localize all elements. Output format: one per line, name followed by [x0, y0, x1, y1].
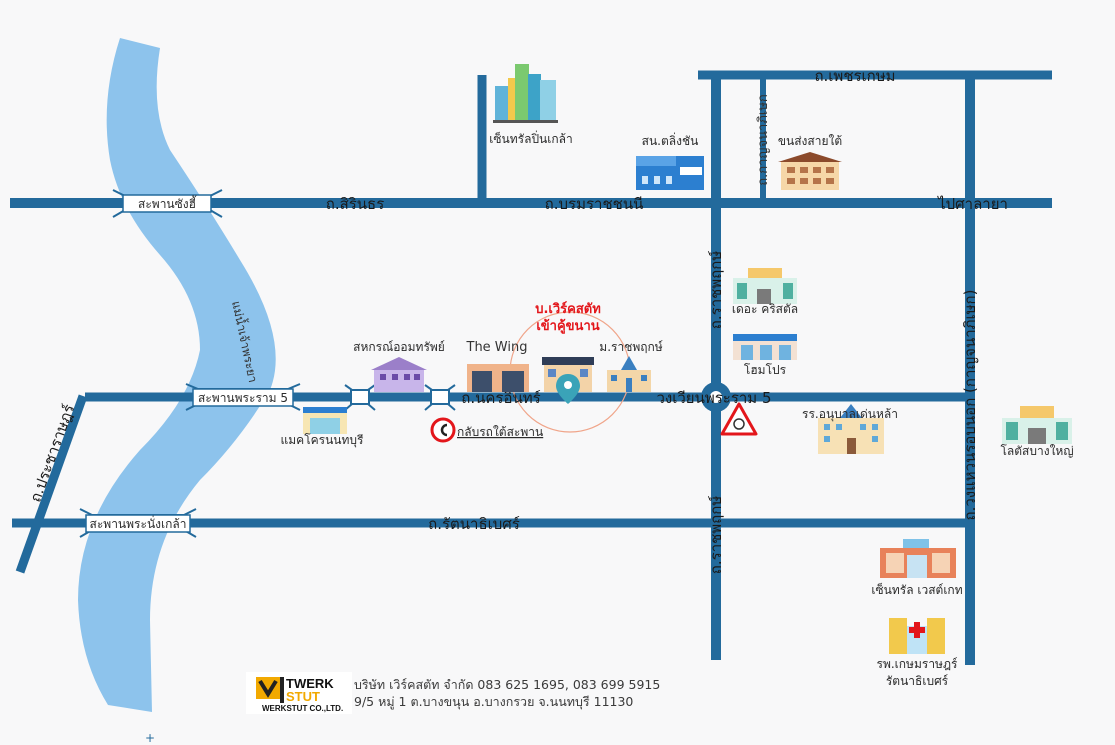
- parallel-road-marks: [344, 384, 456, 411]
- the-crystal-icon: [733, 268, 797, 304]
- label-school: รร.อนุบาลเด่นหล้า: [802, 407, 898, 422]
- logo-text-mid: STUT: [286, 689, 320, 704]
- road-label-to-salaya: ไปศาลายา: [937, 195, 1008, 213]
- cooperative-icon: [371, 357, 427, 392]
- road-label-ratchaphruek-lower: ถ.ราชพฤกษ์: [707, 495, 725, 574]
- roundabout-sign-icon: [720, 402, 758, 436]
- road-label-kanchanaphisek: ถ.กาญจนาภิเษก: [756, 94, 771, 186]
- the-wing-icon: [467, 364, 529, 392]
- werkstut-logo: TWERK STUT WERKSTUT CO.,LTD.: [246, 672, 352, 714]
- lotus-icon: [1002, 406, 1072, 444]
- rajapruk-university-icon: [607, 356, 651, 392]
- target-label-line1: บ.เวิร์คสตัท: [535, 301, 601, 317]
- label-sahakorn: สหกรณ์ออมทรัพย์: [353, 340, 445, 354]
- label-taling-chan-police: สน.ตลิ่งชัน: [642, 132, 699, 148]
- label-the-crystal: เดอะ คริสตัล: [732, 302, 798, 316]
- school-icon: [818, 404, 884, 454]
- label-southern-bus: ขนส่งสายใต้: [778, 134, 842, 148]
- location-pin-icon: [556, 374, 580, 404]
- company-line1: บริษัท เวิร์คสตัท จำกัด 083 625 1695, 08…: [354, 677, 661, 692]
- company-info: บริษัท เวิร์คสตัท จำกัด 083 625 1695, 08…: [354, 676, 660, 710]
- bridge-rama5: สะพานพระราม 5: [185, 383, 301, 411]
- label-central-pinklao: เซ็นทรัลปิ่นเกล้า: [489, 130, 572, 146]
- bridge-sanghi: สะพานซังฮี้: [112, 189, 223, 218]
- label-makro: แมคโครนนทบุรี: [281, 433, 365, 448]
- target-label-line2: เข้าคู้ขนาน: [536, 318, 599, 334]
- logo-text-top: TWERK: [286, 676, 334, 691]
- road-label-sirinthorn: ถ.สิรินธร: [326, 195, 385, 213]
- label-rajapruk: ม.ราชพฤกษ์: [599, 340, 663, 354]
- road-label-rattanathibet: ถ.รัตนาธิเบศร์: [428, 515, 520, 533]
- uturn-icon: [430, 417, 456, 443]
- logo-text-bottom: WERKSTUT CO.,LTD.: [262, 704, 343, 713]
- bridge-sanghi-label: สะพานซังฮี้: [138, 195, 197, 211]
- homepro-icon: [733, 334, 797, 360]
- road-label-borommaratchachonnani: ถ.บรมราชชนนี: [545, 195, 644, 213]
- label-the-wing: The Wing: [466, 340, 528, 355]
- road-label-phetkasem: ถ.เพชรเกษม: [814, 67, 895, 85]
- central-pinklao-icon: [493, 64, 558, 123]
- small-plus-marker: +: [145, 731, 155, 745]
- bus-terminal-icon: [778, 152, 842, 190]
- label-central-westgate: เซ็นทรัล เวสต์เกท: [871, 582, 962, 597]
- hospital-icon: [889, 618, 945, 654]
- rama5-roundabout: [701, 382, 731, 412]
- label-hospital-line2: รัตนาธิเบศร์: [886, 674, 949, 688]
- road-label-ratchaphruek-upper: ถ.ราชพฤกษ์: [707, 250, 725, 329]
- label-uturn: กลับรถใต้สะพาน: [457, 425, 543, 439]
- road-pracharat: [15, 394, 88, 574]
- bridge-rama5-label: สะพานพระราม 5: [198, 391, 288, 405]
- road-label-nakhon-in: ถ.นครอินทร์: [461, 389, 540, 407]
- makro-icon: [303, 407, 347, 434]
- road-label-outer-ring: ถ.วงแหวนรอบนอก (กาญจนาภิเษก): [961, 290, 979, 521]
- company-line2: 9/5 หมู่ 1 ต.บางขนุน อ.บางกรวย จ.นนทบุรี…: [354, 694, 634, 709]
- label-lotus: โลตัสบางใหญ่: [1000, 444, 1073, 458]
- label-homepro: โฮมโปร: [744, 363, 787, 377]
- central-westgate-icon: [880, 539, 956, 578]
- label-hospital-line1: รพ.เกษมราษฎร์: [877, 657, 959, 671]
- bridge-phra-nangklao: สะพานพระนั่งเกล้า: [79, 508, 197, 538]
- road-label-rama5-circle: วงเวียนพระราม 5: [656, 389, 771, 407]
- police-station-icon: [636, 156, 704, 190]
- bridge-phra-nangklao-label: สะพานพระนั่งเกล้า: [90, 515, 187, 531]
